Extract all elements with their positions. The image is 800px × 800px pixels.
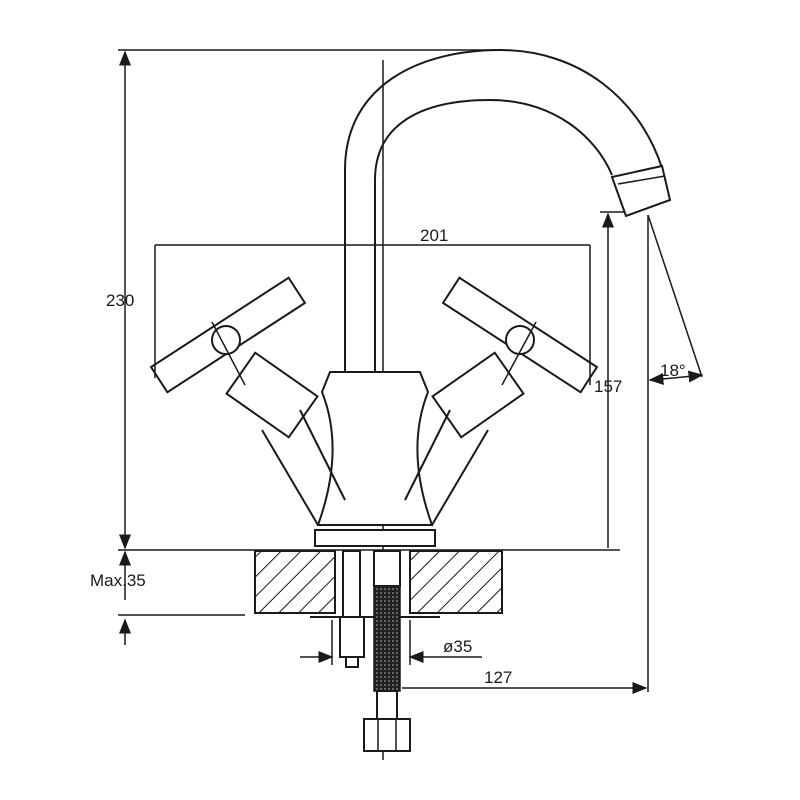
- mounting-bolt: [339, 550, 365, 668]
- dim-height-total: 230: [106, 291, 134, 310]
- dimension-lines: [118, 49, 704, 694]
- right-handle: [431, 276, 599, 439]
- supply-hose: [363, 550, 411, 752]
- dim-hole-diameter: ø35: [443, 637, 472, 656]
- dim-handle-span: 201: [420, 226, 448, 245]
- dim-max-counter: Max.35: [90, 571, 146, 590]
- countertop: [254, 550, 503, 618]
- valve-body: [261, 371, 489, 547]
- dim-spout-height: 157: [594, 377, 622, 396]
- dim-spout-angle: 18°: [660, 361, 686, 380]
- left-handle: [149, 276, 319, 439]
- dim-spout-reach: 127: [484, 668, 512, 687]
